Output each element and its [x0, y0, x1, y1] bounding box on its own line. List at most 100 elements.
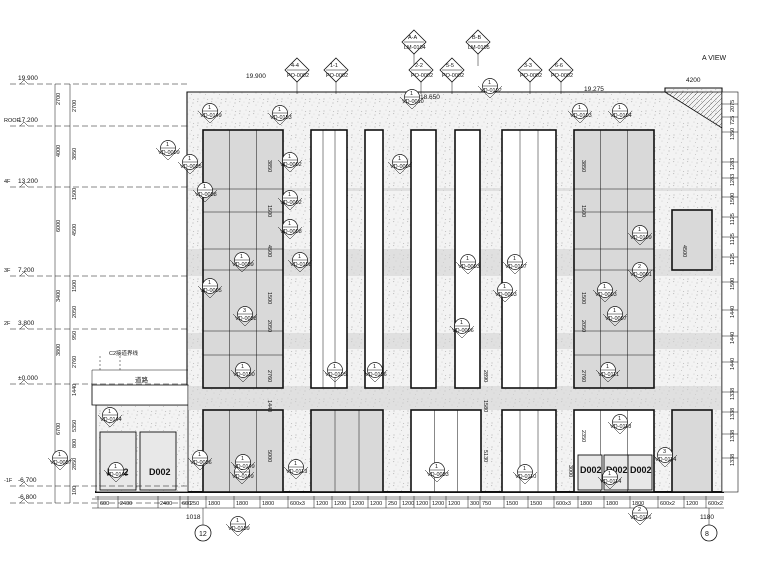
dim-right: 1440 — [730, 306, 736, 318]
callout-reference: VD-0116 — [630, 515, 651, 521]
detail-callout: 1VD-0003 — [455, 254, 481, 275]
callout-reference: VD-0110 — [515, 474, 536, 480]
level-elevation: 17.200 — [18, 117, 38, 124]
section-marker: 3-3PO-0002 — [517, 57, 543, 94]
callout-pointer — [155, 147, 181, 161]
section-marker: B-BLM-0105 — [465, 29, 491, 66]
section-number: 6-6 — [555, 63, 563, 69]
callout-reference: VD-0150 — [233, 372, 255, 378]
dim-left-inner: 4500 — [72, 224, 78, 236]
callout-number: 1 — [58, 452, 61, 458]
section-marker: 1-1PO-0002 — [323, 57, 349, 94]
callout-number: 1 — [114, 464, 117, 470]
callout-number: 1 — [523, 466, 526, 472]
detail-callout: 1VD-0005 — [197, 278, 223, 299]
detail-callout: 1VD-0139 — [225, 516, 251, 537]
detail-callout: 2VD-0001 — [627, 262, 653, 283]
dim-bottom: 250 — [190, 501, 199, 507]
dim-left-outer: 6700 — [56, 423, 62, 435]
detail-callout: 1VD-0008 — [277, 219, 303, 240]
top-elevation-mid: 18.650 — [420, 94, 440, 101]
dim-bottom: 1500 — [506, 501, 518, 507]
detail-callout: 1VD-0149 — [230, 454, 256, 475]
detail-callout: 1VD-0113 — [283, 459, 309, 480]
detail-callout: 1VD-0004 — [387, 154, 413, 175]
detail-callout: 1VD-0109 — [627, 225, 653, 246]
road-outline — [91, 369, 188, 405]
window-height-label: 1500 — [266, 292, 272, 304]
callout-number: 1 — [108, 409, 111, 415]
dim-left-outer: 3400 — [56, 290, 62, 302]
detail-callout: 1VD-0033 — [424, 462, 450, 483]
detail-callout: 1VD-0104 — [607, 103, 633, 124]
callout-pointer — [627, 269, 653, 283]
detail-callout: 1VD-0144 — [97, 407, 123, 428]
callout-number: 1 — [236, 518, 239, 524]
dim-bottom: 1200 — [432, 501, 444, 507]
detail-callout: 1VD-0003 — [492, 282, 518, 303]
dim-bottom: 600x3 — [556, 501, 571, 507]
door-label: D002 — [580, 465, 602, 475]
door-leaf-1 — [139, 431, 177, 491]
axis-circle — [700, 524, 718, 542]
dim-left-inner: 2700 — [72, 100, 78, 112]
storefront-f — [671, 409, 713, 493]
level-marker — [19, 79, 29, 85]
dim-bottom: 1200 — [416, 501, 428, 507]
window-height-label: 1500 — [580, 205, 586, 217]
detail-callout: 1VD-0002 — [277, 152, 303, 173]
callout-number: 1 — [241, 456, 244, 462]
top-elevation-left: 19.900 — [246, 73, 266, 80]
dim-bottom: 1800 — [236, 501, 248, 507]
callout-reference: VD-0143 — [106, 472, 128, 478]
callout-number: 1 — [513, 256, 516, 262]
callout-number: 1 — [638, 227, 641, 233]
dim-right: 1440 — [730, 358, 736, 370]
dim-right: 725 — [730, 116, 736, 125]
axis-circle — [194, 524, 212, 542]
callout-reference: VD-0004 — [390, 164, 412, 170]
callout-reference: VD-0149 — [232, 474, 254, 480]
callout-pointer — [177, 161, 203, 175]
callout-pointer — [197, 285, 223, 299]
dim-bottom: 600 — [100, 501, 109, 507]
section-marker: 4-4PO-0002 — [284, 57, 310, 94]
callout-pointer — [225, 523, 251, 537]
callout-pointer — [267, 112, 293, 126]
window-height-label: 1500 — [580, 292, 586, 304]
callout-number: 1 — [466, 256, 469, 262]
detail-callout: 1VD-0153 — [267, 105, 293, 126]
detail-callout: 1VD-0039 — [229, 252, 255, 273]
level-marker — [19, 379, 29, 385]
dim-right: 2075 — [730, 100, 736, 112]
dim-bottom: 1800 — [606, 501, 618, 507]
boundary-label: C2接道界线 — [109, 349, 139, 357]
section-markers: A-ALM-0104B-BLM-01054-4PO-00021-1PO-0002… — [284, 29, 574, 94]
window-height-label: 1440 — [266, 400, 272, 412]
callout-pointer — [283, 466, 309, 480]
window-bay-b — [310, 129, 348, 389]
callout-number: 1 — [241, 364, 244, 370]
callout-pointer — [652, 454, 678, 468]
dim-left-inner: 2760 — [72, 356, 78, 368]
callout-reference: VD-0010 — [402, 99, 424, 105]
dim-bottom: 1800 — [262, 501, 274, 507]
callout-number: 1 — [288, 154, 291, 160]
detail-callout: 1VD-0150 — [230, 362, 256, 383]
dim-bottom: 1200 — [402, 501, 414, 507]
detail-callout: 1VD-0107 — [502, 254, 528, 275]
callout-number: 1 — [203, 184, 206, 190]
dim-bottom: 1200 — [448, 501, 460, 507]
level-name: 3F — [4, 268, 11, 274]
window-height-label: 2760 — [580, 370, 586, 382]
detail-callout: 1VD-0038 — [192, 182, 218, 203]
callout-number: 2 — [638, 507, 641, 513]
window-height-label: 4500 — [266, 245, 272, 257]
window-height-label: 4500 — [681, 245, 687, 257]
detail-callout: 1VD-0009 — [155, 140, 181, 161]
road-bridge — [91, 384, 189, 406]
door-label: D002 — [149, 467, 171, 477]
callout-pointer — [232, 313, 258, 327]
callout-number: 1 — [618, 416, 621, 422]
dim-left-inner: 1500 — [72, 188, 78, 200]
